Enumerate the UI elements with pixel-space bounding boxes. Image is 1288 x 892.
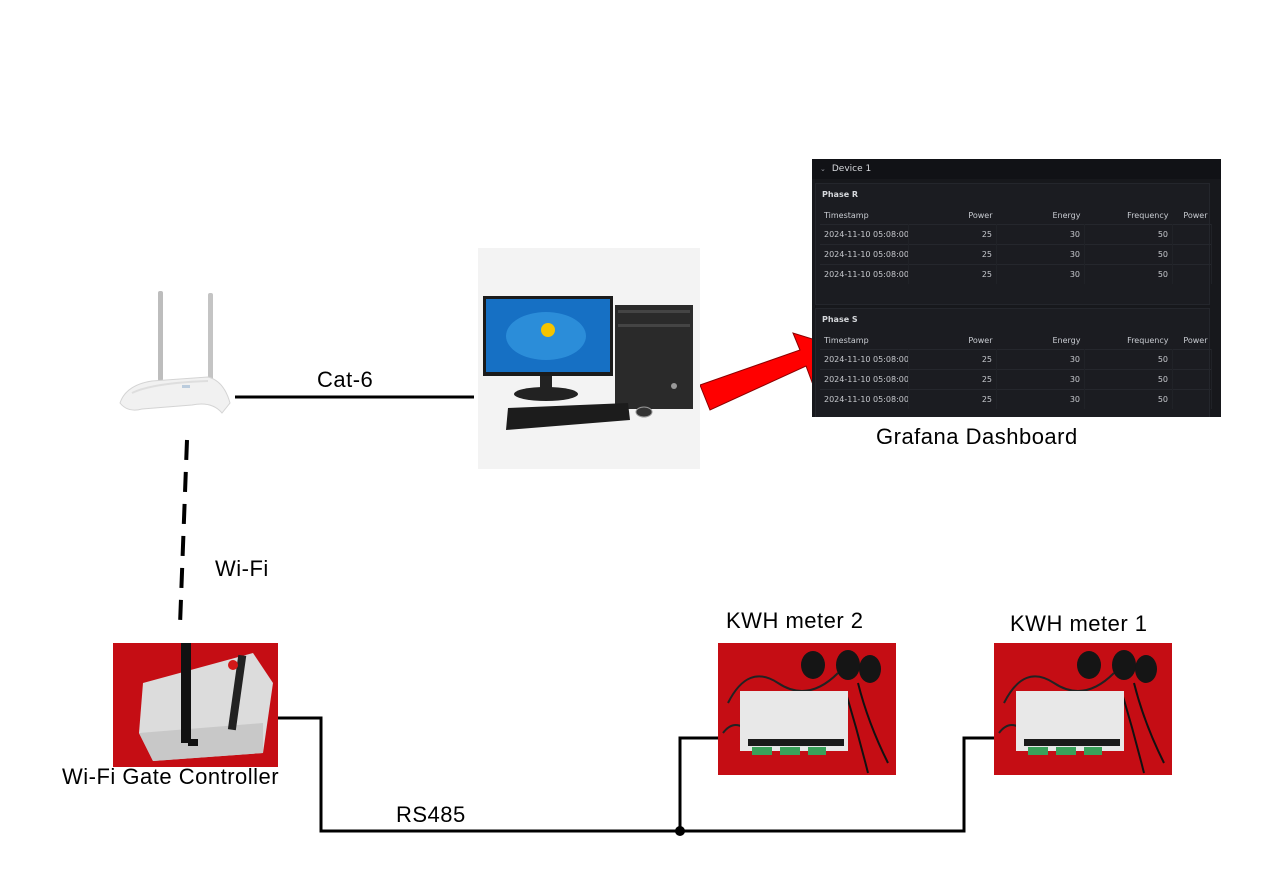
- cell: 2024-11-10 05:08:00: [820, 224, 909, 245]
- cell: 2024-11-10 05:08:00: [820, 349, 909, 370]
- dashboard-caption: Grafana Dashboard: [876, 424, 1078, 449]
- cell: [1172, 349, 1212, 370]
- cell: 50: [1084, 349, 1173, 370]
- table-row: 2024-11-10 05:08:00 25 30 50: [820, 224, 1212, 245]
- cell: 25: [908, 224, 997, 245]
- column-header[interactable]: Power: [1183, 335, 1208, 345]
- cell: 30: [996, 264, 1085, 284]
- rs485-bus: [278, 716, 994, 833]
- column-header[interactable]: Frequency: [1127, 335, 1169, 345]
- cell: [1172, 369, 1212, 390]
- table-header-row: Timestamp Power Energy Frequency Power: [820, 331, 1212, 350]
- cell: 25: [908, 389, 997, 409]
- panel-phase-r: Phase R Timestamp Power Energy Frequency…: [815, 183, 1212, 305]
- wifi-label: Wi-Fi: [215, 556, 269, 581]
- kwh-meter-2-label: KWH meter 2: [726, 608, 864, 633]
- wifi-router: [112, 285, 232, 435]
- cell: 50: [1084, 224, 1173, 245]
- cat6-label: Cat-6: [317, 367, 374, 392]
- gate-controller-photo: [113, 643, 278, 767]
- column-header[interactable]: Frequency: [1127, 210, 1169, 220]
- cell: [1172, 389, 1212, 409]
- rs485-label: RS485: [396, 802, 466, 827]
- table-row: 2024-11-10 05:08:00 25 30 50: [820, 389, 1212, 409]
- table-row: 2024-11-10 05:08:00 25 30 50: [820, 244, 1212, 265]
- panel-title: Phase R: [822, 190, 859, 199]
- cell: 25: [908, 244, 997, 265]
- cell: [1172, 264, 1212, 284]
- column-header[interactable]: Timestamp: [824, 210, 869, 220]
- wifi-link: [178, 439, 189, 626]
- cell: 50: [1084, 244, 1173, 265]
- column-header[interactable]: Power: [968, 335, 993, 345]
- panel-phase-s: Phase S Timestamp Power Energy Frequency…: [815, 308, 1212, 417]
- kwh-meter-1-photo: [994, 643, 1172, 775]
- cell: 30: [996, 349, 1085, 370]
- phase-s-table: Timestamp Power Energy Frequency Power 2…: [820, 331, 1212, 409]
- cell: 50: [1084, 389, 1173, 409]
- cell: 50: [1084, 369, 1173, 390]
- desktop-computer: [478, 248, 700, 469]
- column-header[interactable]: Energy: [1052, 210, 1081, 220]
- cell: 25: [908, 349, 997, 370]
- wifi-router-icon: [119, 291, 231, 414]
- bus-junction: [675, 826, 685, 836]
- column-header[interactable]: Timestamp: [824, 335, 869, 345]
- kwh-meter-1-label: KWH meter 1: [1010, 611, 1148, 636]
- cell: 30: [996, 369, 1085, 390]
- kwh-meter-2-photo: [718, 643, 896, 775]
- table-row: 2024-11-10 05:08:00 25 30 50: [820, 349, 1212, 370]
- cell: 30: [996, 244, 1085, 265]
- table-row: 2024-11-10 05:08:00 25 30 50: [820, 369, 1212, 390]
- cell: 25: [908, 369, 997, 390]
- cell: 30: [996, 224, 1085, 245]
- cell: 2024-11-10 05:08:00: [820, 264, 909, 284]
- column-header[interactable]: Energy: [1052, 335, 1081, 345]
- column-header[interactable]: Power: [1183, 210, 1208, 220]
- cell: 2024-11-10 05:08:00: [820, 369, 909, 390]
- cell: 30: [996, 389, 1085, 409]
- kwh-meter-icon: [998, 650, 1165, 774]
- chevron-down-icon[interactable]: ⌄: [820, 165, 826, 173]
- cell: 25: [908, 264, 997, 284]
- table-row: 2024-11-10 05:08:00 25 30 50: [820, 264, 1212, 284]
- panel-title: Phase S: [822, 315, 858, 324]
- cell: 50: [1084, 264, 1173, 284]
- section-title: Device 1: [831, 164, 872, 174]
- gate-controller-device-icon: [139, 643, 273, 761]
- cell: 2024-11-10 05:08:00: [820, 389, 909, 409]
- cell: [1172, 224, 1212, 245]
- gate-controller-label: Wi-Fi Gate Controller: [62, 764, 280, 789]
- dashboard-section-header[interactable]: ⌄ Device 1: [812, 159, 1221, 179]
- grafana-dashboard: ⌄ Device 1 Phase R Timestamp Power Energ…: [812, 159, 1221, 417]
- kwh-meter-icon: [722, 650, 889, 774]
- table-header-row: Timestamp Power Energy Frequency Power: [820, 206, 1212, 225]
- rs485-branch-meter-2: [678, 736, 718, 831]
- desktop-computer-icon: [483, 296, 693, 430]
- phase-r-table: Timestamp Power Energy Frequency Power 2…: [820, 206, 1212, 284]
- cell: [1172, 244, 1212, 265]
- column-header[interactable]: Power: [968, 210, 993, 220]
- cell: 2024-11-10 05:08:00: [820, 244, 909, 265]
